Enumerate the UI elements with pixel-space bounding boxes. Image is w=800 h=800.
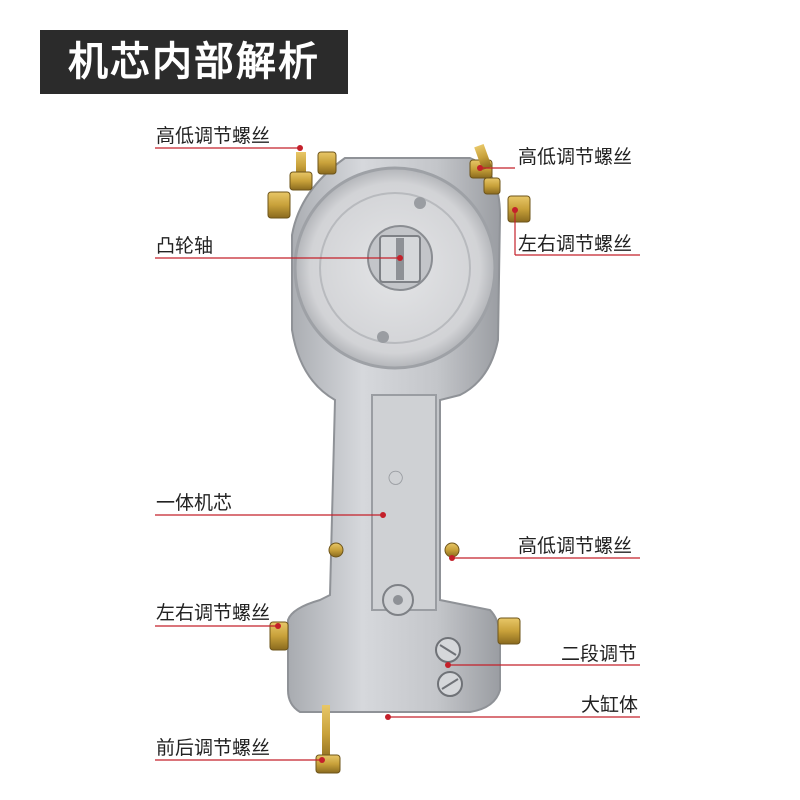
- label-high-low-screw-top-right: 高低调节螺丝: [518, 146, 633, 168]
- svg-text:◯: ◯: [388, 470, 404, 486]
- label-high-low-screw-top-left: 高低调节螺丝: [156, 125, 271, 147]
- label-cam-shaft: 凸轮轴: [156, 235, 214, 257]
- leader-dots: [275, 145, 518, 763]
- adjust-screw-mid: [328, 542, 460, 558]
- label-left-right-screw-bottom: 左右调节螺丝: [156, 602, 271, 624]
- label-front-back-screw: 前后调节螺丝: [156, 737, 271, 759]
- front-back-screw: [315, 705, 341, 774]
- page-title: 机芯内部解析: [68, 39, 320, 85]
- adjust-screw-bottom-left: [269, 617, 521, 651]
- title-banner: 机芯内部解析: [40, 30, 348, 94]
- leader-lines: [155, 147, 640, 761]
- label-integrated-core: 一体机芯: [156, 492, 233, 514]
- core-arm: ◯: [371, 394, 437, 616]
- adjust-screw-top-left: [267, 151, 337, 219]
- label-high-low-screw-mid: 高低调节螺丝: [518, 535, 633, 557]
- label-big-cylinder: 大缸体: [581, 694, 639, 716]
- label-two-stage-adjust: 二段调节: [561, 643, 638, 665]
- label-left-right-screw-top: 左右调节螺丝: [518, 233, 633, 255]
